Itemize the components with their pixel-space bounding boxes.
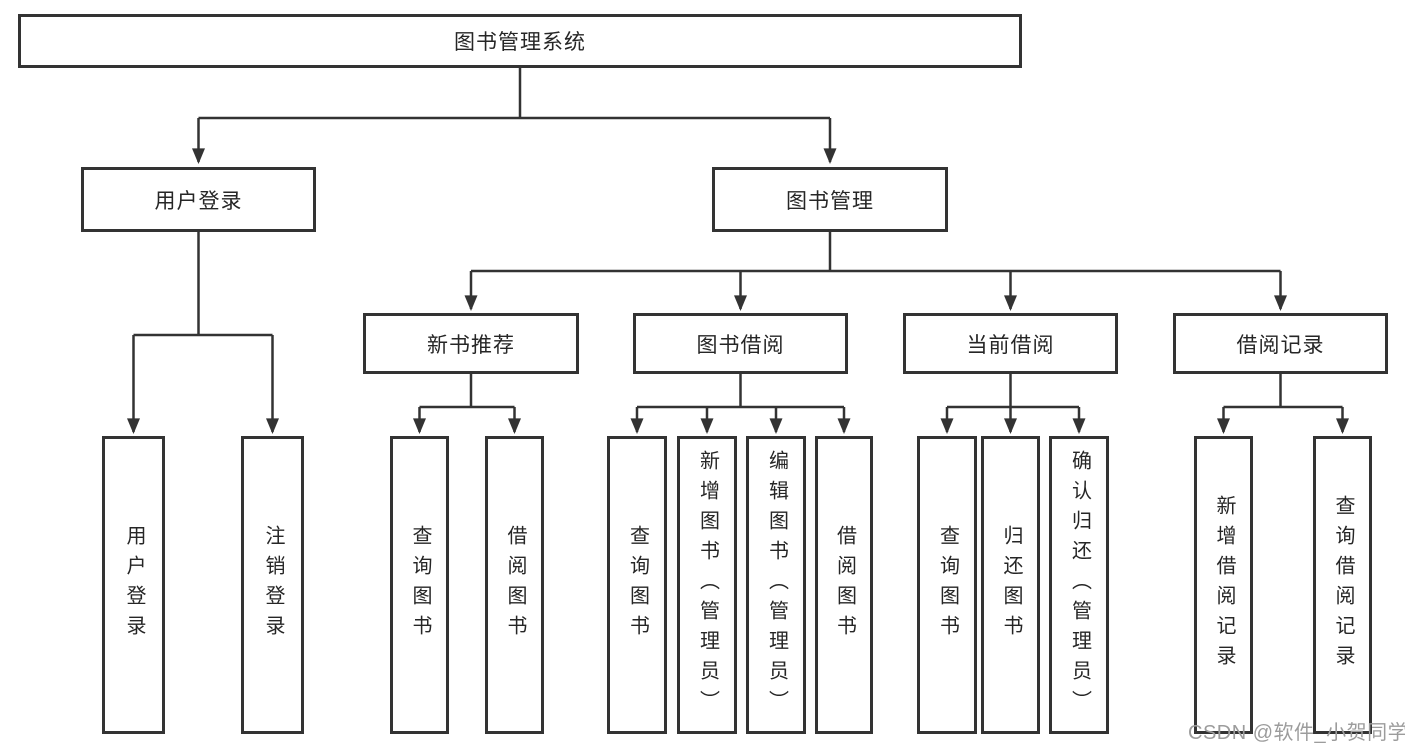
leaf-confirm-return-admin: 确认归还（管理员） bbox=[1049, 436, 1109, 734]
node-borrow-records: 借阅记录 bbox=[1173, 313, 1388, 374]
leaf-label: 用户登录 bbox=[123, 525, 145, 645]
leaf-add-book-admin: 新增图书（管理员） bbox=[677, 436, 737, 734]
leaf-label: 归还图书 bbox=[1000, 525, 1022, 645]
leaf-label: 借阅图书 bbox=[504, 525, 526, 645]
leaf-query-books-borrow: 查询图书 bbox=[607, 436, 667, 734]
node-root: 图书管理系统 bbox=[18, 14, 1022, 68]
leaf-return-books: 归还图书 bbox=[981, 436, 1040, 734]
leaf-label: 新增借阅记录 bbox=[1213, 495, 1235, 675]
leaf-label: 注销登录 bbox=[262, 525, 284, 645]
leaf-query-borrow-record: 查询借阅记录 bbox=[1313, 436, 1372, 734]
leaf-label: 查询图书 bbox=[626, 525, 649, 645]
leaf-query-books-current: 查询图书 bbox=[917, 436, 977, 734]
leaf-logout: 注销登录 bbox=[241, 436, 304, 734]
leaf-query-books-recommend: 查询图书 bbox=[390, 436, 449, 734]
leaf-user-login: 用户登录 bbox=[102, 436, 165, 734]
leaf-label: 查询借阅记录 bbox=[1332, 495, 1354, 675]
watermark: CSDN @软件_小贺同学 bbox=[1188, 722, 1405, 744]
node-user-login: 用户登录 bbox=[81, 167, 316, 232]
leaf-label: 新增图书（管理员） bbox=[696, 450, 719, 720]
leaf-label: 借阅图书 bbox=[833, 525, 856, 645]
leaf-edit-book-admin: 编辑图书（管理员） bbox=[746, 436, 806, 734]
leaf-label: 确认归还（管理员） bbox=[1068, 450, 1091, 720]
leaf-label: 查询图书 bbox=[409, 525, 431, 645]
node-current-borrow: 当前借阅 bbox=[903, 313, 1118, 374]
node-book-borrow: 图书借阅 bbox=[633, 313, 848, 374]
leaf-add-borrow-record: 新增借阅记录 bbox=[1194, 436, 1253, 734]
node-new-book-recommend: 新书推荐 bbox=[363, 313, 579, 374]
leaf-borrow-books: 借阅图书 bbox=[815, 436, 873, 734]
leaf-borrow-books-recommend: 借阅图书 bbox=[485, 436, 544, 734]
leaf-label: 编辑图书（管理员） bbox=[765, 450, 788, 720]
node-book-management: 图书管理 bbox=[712, 167, 948, 232]
leaf-label: 查询图书 bbox=[936, 525, 959, 645]
